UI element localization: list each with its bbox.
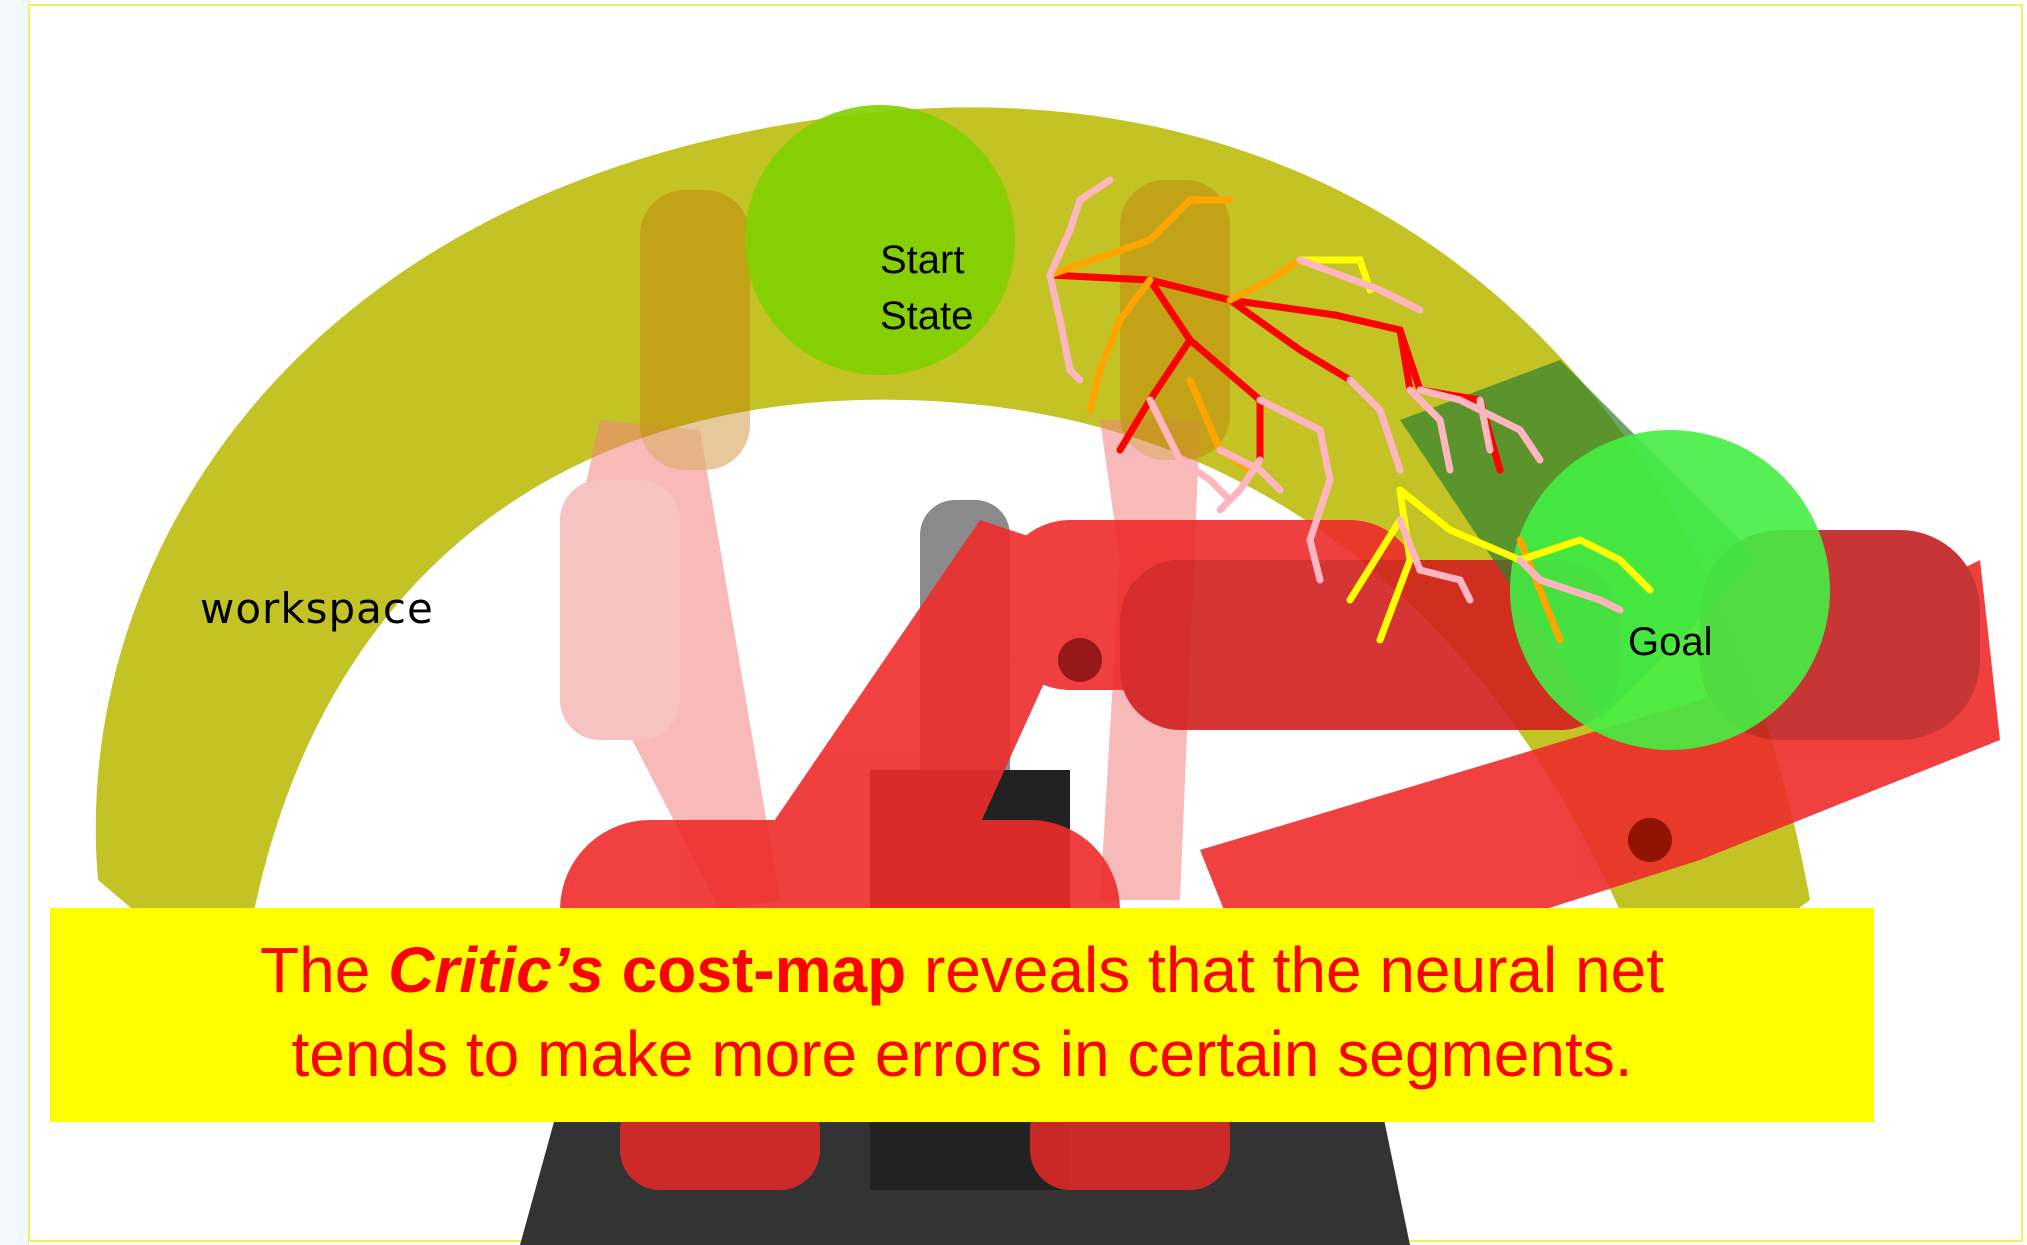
start-label-line2: State	[880, 288, 1040, 344]
caption-space	[604, 934, 622, 1006]
caption-box: The Critic’s cost-map reveals that the n…	[50, 908, 1874, 1122]
caption-cost-map: cost-map	[622, 934, 907, 1006]
caption-the: The	[260, 934, 388, 1006]
caption-reveals: reveals that the neural net	[906, 934, 1664, 1006]
workspace-label: workspace	[200, 584, 434, 633]
caption-line2: tends to make more errors in certain seg…	[50, 1012, 1874, 1096]
start-label-line1: Start	[880, 232, 1040, 288]
goal-circle	[1510, 430, 1830, 750]
goal-label: Goal	[1628, 620, 1713, 665]
start-state-label: Start State	[880, 232, 1040, 344]
caption-line1: The Critic’s cost-map reveals that the n…	[50, 928, 1874, 1012]
caption-critics: Critic’s	[388, 934, 604, 1006]
